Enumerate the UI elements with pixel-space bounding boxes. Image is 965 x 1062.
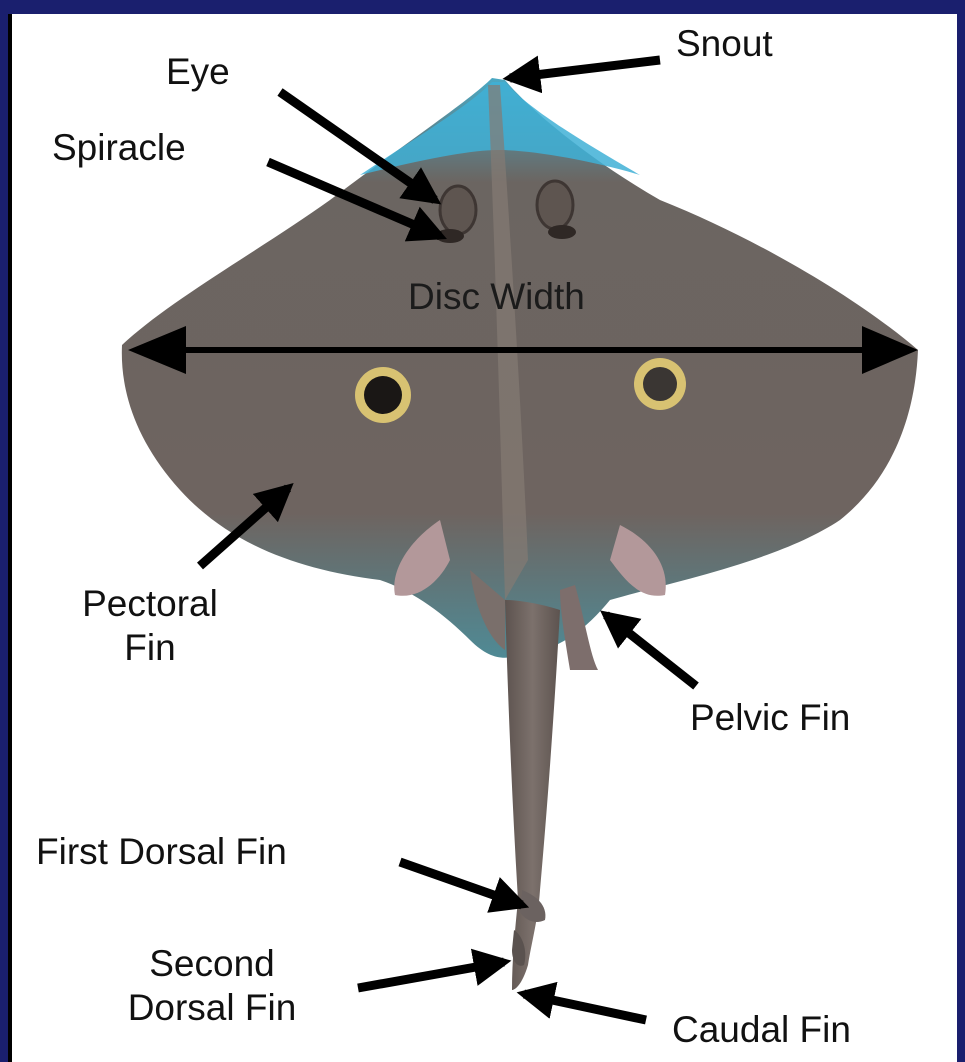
eye-left-icon <box>440 186 476 234</box>
pelvic-fin-arrow <box>606 615 696 686</box>
first-dorsal-fin-arrow <box>400 862 522 905</box>
label-spiracle: Spiracle <box>52 126 186 170</box>
eyespot-left-center-icon <box>364 376 402 414</box>
label-eye: Eye <box>166 50 230 94</box>
eye-right-icon <box>537 181 573 229</box>
label-first-dorsal-fin: First Dorsal Fin <box>36 830 287 874</box>
label-second-dorsal-fin-line1: Second <box>92 942 332 986</box>
label-pectoral-fin-line2: Fin <box>52 626 248 670</box>
spiracle-right-icon <box>548 225 576 239</box>
eyespot-right-center-icon <box>643 367 677 401</box>
spiracle-left-icon <box>436 229 464 243</box>
label-second-dorsal-fin-line2: Dorsal Fin <box>92 986 332 1030</box>
tail <box>505 600 560 990</box>
second-dorsal-fin-arrow <box>358 962 504 988</box>
label-pectoral-fin-line1: Pectoral <box>52 582 248 626</box>
label-pelvic-fin: Pelvic Fin <box>690 696 850 740</box>
caudal-fin-arrow <box>524 994 646 1020</box>
label-pectoral-fin: Pectoral Fin <box>52 582 248 670</box>
label-second-dorsal-fin: Second Dorsal Fin <box>92 942 332 1030</box>
snout-arrow <box>510 60 660 78</box>
label-caudal-fin: Caudal Fin <box>672 1008 851 1052</box>
label-snout: Snout <box>676 22 773 66</box>
label-disc-width: Disc Width <box>408 275 585 319</box>
